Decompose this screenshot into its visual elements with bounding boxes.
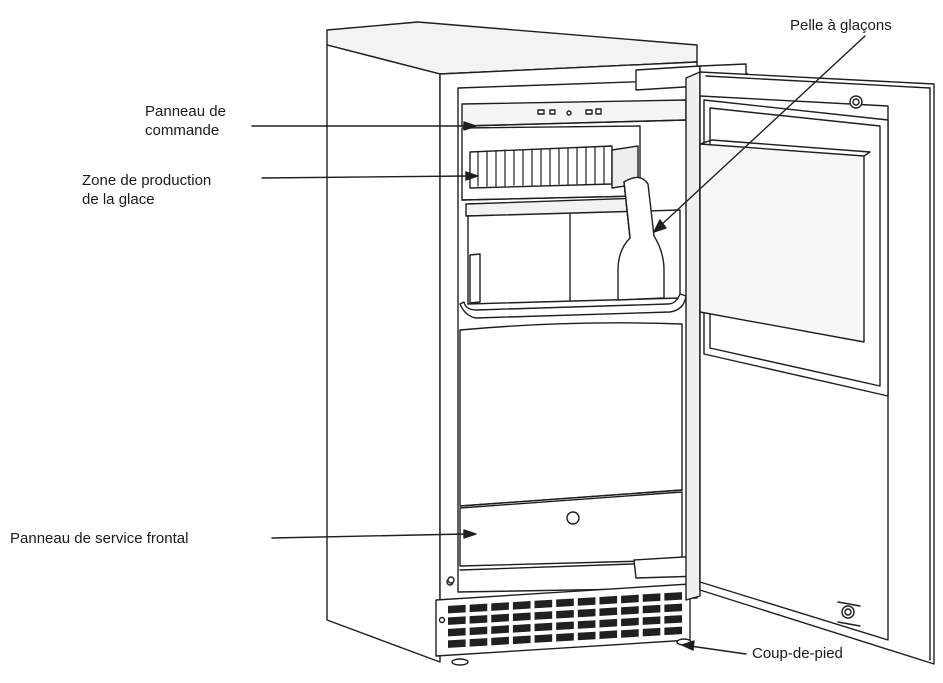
grille-slot — [448, 639, 466, 648]
grille-slot — [512, 624, 531, 633]
kick-plate — [435, 583, 692, 666]
lower-front — [447, 322, 691, 584]
arrowhead-service-panel — [463, 529, 477, 539]
grille-slot — [642, 616, 661, 625]
door — [685, 71, 935, 665]
label-ice-scoop: Pelle à glaçons — [790, 17, 892, 34]
arrowhead-ice-scoop — [653, 219, 667, 233]
grille-slot — [577, 620, 596, 629]
label-ice-zone-line2: de la glace — [82, 191, 155, 208]
grille-slot — [556, 632, 574, 642]
label-control-panel-line2: commande — [145, 122, 220, 139]
grille-slot — [534, 622, 553, 632]
grille-slot — [491, 636, 509, 646]
grille-slot — [448, 627, 466, 637]
grille-slot — [469, 603, 488, 613]
grille-slot — [664, 626, 682, 636]
grille-slot — [577, 608, 596, 618]
arrowhead-kick-plate — [681, 640, 695, 651]
arrowhead-control-panel — [463, 121, 477, 131]
grille-slot — [664, 592, 682, 601]
leader-kick-plate — [689, 645, 747, 655]
grille-slot — [448, 604, 466, 614]
grille-slot — [491, 625, 509, 634]
ice-bin — [459, 176, 687, 319]
arrowhead-ice-zone — [465, 171, 479, 181]
grille-slot — [512, 635, 531, 645]
grille-slot — [469, 638, 488, 647]
grille-slot — [448, 616, 466, 625]
grille-slot — [491, 613, 509, 623]
grille-slot — [599, 630, 618, 639]
label-control-panel: Panneau de commande — [145, 102, 226, 140]
grille-slot — [556, 598, 574, 608]
label-ice-zone: Zone de production de la glace — [82, 171, 211, 209]
grille-slot — [577, 631, 596, 641]
ice-production-zone — [461, 125, 641, 217]
leader-ice-scoop — [659, 35, 866, 227]
grille-slot — [469, 615, 488, 624]
grille-slot — [599, 618, 618, 628]
label-front-service-panel: Panneau de service frontal — [10, 530, 189, 547]
grille-slot — [621, 617, 639, 627]
grille-slot — [556, 609, 574, 619]
kick-plate-grille — [448, 592, 682, 648]
grille-slot — [621, 594, 639, 604]
grille-slot — [556, 621, 574, 631]
grille-slot — [621, 606, 639, 615]
label-kick-plate: Coup-de-pied — [752, 645, 843, 662]
grille-slot — [577, 597, 596, 606]
grille-slot — [534, 599, 553, 609]
grille-slot — [491, 602, 509, 611]
grille-slot — [534, 611, 553, 620]
grille-slot — [621, 629, 639, 638]
grille-slot — [642, 593, 661, 602]
grille-slot — [599, 595, 618, 605]
grille-slot — [512, 601, 531, 610]
leader-lines — [251, 35, 866, 655]
grille-slot — [664, 615, 682, 624]
grille-slot — [469, 626, 488, 636]
grille-slot — [599, 607, 618, 616]
leader-ice-zone — [261, 175, 469, 179]
grille-slot — [642, 604, 661, 614]
grille-slot — [534, 634, 553, 643]
grille-slot — [512, 612, 531, 622]
label-ice-zone-line1: Zone de production — [82, 172, 212, 189]
leader-service-panel — [271, 533, 467, 539]
label-control-panel-line1: Panneau de — [145, 103, 226, 120]
grille-slot — [642, 627, 661, 637]
grille-slot — [664, 603, 682, 613]
ice-scoop-drawing — [617, 176, 665, 301]
